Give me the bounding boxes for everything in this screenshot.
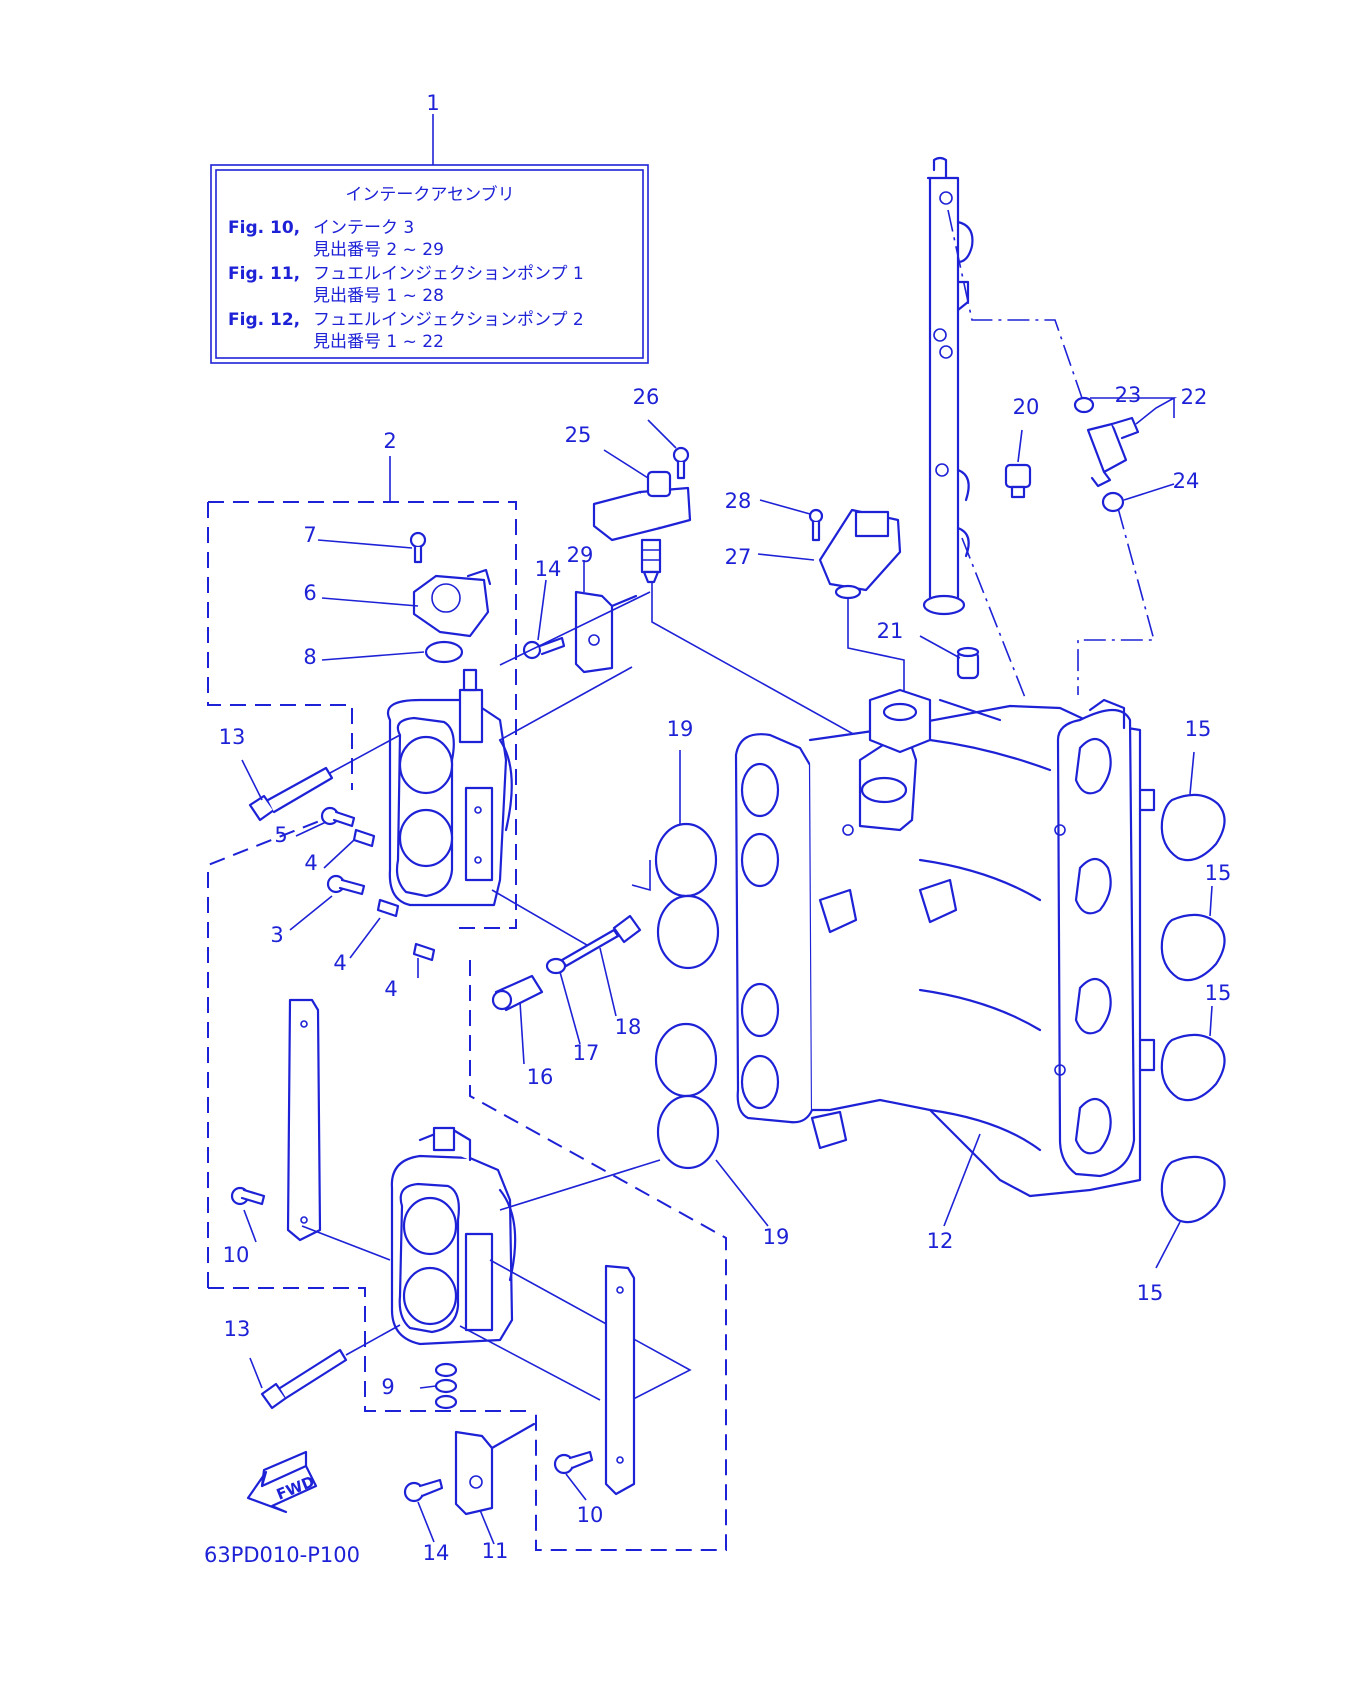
row1-fig: Fig. 10,: [228, 218, 300, 238]
callout-4a: 4: [304, 851, 317, 875]
callout-19a: 19: [667, 717, 694, 741]
callout-11: 11: [482, 1539, 509, 1563]
callout-6: 6: [303, 581, 316, 605]
part-16-joint: [491, 974, 544, 1012]
callout-27: 27: [725, 545, 752, 569]
callout-13a: 13: [219, 725, 246, 749]
row2-fig: Fig. 11,: [228, 264, 300, 284]
row3-name: フュエルインジェクションポンプ 2: [313, 310, 584, 330]
leader-lines: [241, 397, 1213, 1545]
row2-range: 見出番号 1 ~ 28: [313, 286, 444, 306]
callout-7: 7: [303, 523, 316, 547]
callout-labels: 1 2 3 4 4 4 5 6 7 8 9 10 10 11 12 13 13 …: [219, 91, 1232, 1565]
callout-13b: 13: [224, 1317, 251, 1341]
callout-15d: 15: [1137, 1281, 1164, 1305]
part-8-oring: [424, 640, 464, 664]
part-15-gasket-d: [1160, 1155, 1226, 1224]
part-7-screw: [409, 531, 427, 564]
part-11-bracket: [454, 1422, 536, 1516]
part-25-sensor: [592, 470, 692, 584]
callout-29: 29: [567, 543, 594, 567]
part-10-plate-left: [286, 998, 322, 1242]
group-box-upper-throttle: [208, 501, 517, 929]
part-4-spring-c: [412, 942, 436, 962]
callout-24: 24: [1173, 469, 1200, 493]
callout-4c: 4: [384, 977, 397, 1001]
callout-17: 17: [573, 1041, 600, 1065]
row1-name: インテーク 3: [313, 218, 414, 238]
part-26-screw: [672, 446, 690, 480]
part-19-gasket-d: [656, 1094, 720, 1170]
part-15-gasket-c: [1160, 1033, 1226, 1102]
callout-2: 2: [383, 429, 396, 453]
part-19-gasket-a: [654, 822, 718, 898]
part-10-plate-right: [604, 1264, 636, 1496]
part-4-spring-a: [352, 828, 376, 848]
part-28-screw: [808, 508, 824, 542]
part-27-sensor: [818, 508, 902, 600]
fuel-rail: [922, 156, 974, 616]
row1-range: 見出番号 2 ~ 29: [313, 240, 444, 260]
part-4-spring-b: [376, 898, 400, 918]
callout-10a: 10: [223, 1243, 250, 1267]
callout-15c: 15: [1205, 981, 1232, 1005]
fwd-arrow-icon: FWD: [246, 1450, 318, 1514]
group-box-lower-throttle: [208, 1287, 530, 1412]
callout-14b: 14: [423, 1541, 450, 1565]
part-15-gasket-a: [1160, 793, 1226, 862]
callout-14a: 14: [535, 557, 562, 581]
callout-26: 26: [633, 385, 660, 409]
callout-28: 28: [725, 489, 752, 513]
part-14-screw-lower: [403, 1478, 444, 1503]
part-9-washers: [434, 1362, 458, 1410]
diagram-code: 63PD010-P100: [204, 1543, 360, 1567]
row3-fig: Fig. 12,: [228, 310, 300, 330]
callout-12: 12: [927, 1229, 954, 1253]
part-24-seal: [1101, 491, 1125, 513]
callout-25: 25: [565, 423, 592, 447]
part-3-screw: [326, 874, 366, 896]
intake-manifold: [734, 688, 1156, 1198]
part-21-cap: [956, 646, 980, 680]
lower-throttle-body: [390, 1126, 517, 1346]
callout-3: 3: [270, 923, 283, 947]
part-6-tps-sensor: [412, 568, 492, 638]
callout-1: 1: [426, 91, 439, 115]
callout-20: 20: [1013, 395, 1040, 419]
part-13-bolt-lower: [260, 1348, 348, 1410]
part-20-grommet: [1004, 463, 1032, 499]
callout-8: 8: [303, 645, 316, 669]
row3-range: 見出番号 1 ~ 22: [313, 332, 444, 352]
part-13-bolt-upper: [248, 766, 334, 822]
part-10-screw-left: [230, 1186, 266, 1206]
part-14-bolt-upper: [522, 636, 566, 660]
callout-22: 22: [1181, 385, 1208, 409]
part-22-injector: [1086, 416, 1140, 488]
part-10-screw-right: [553, 1450, 594, 1475]
part-23-oring: [1073, 396, 1095, 414]
part-18-rod: [560, 914, 642, 968]
upper-throttle-body: [387, 668, 513, 907]
callout-23: 23: [1115, 383, 1142, 407]
title-box: インテークアセンブリ Fig. 10, インテーク 3 見出番号 2 ~ 29 …: [210, 164, 649, 364]
part-19-gasket-c: [654, 1022, 718, 1098]
callout-15a: 15: [1185, 717, 1212, 741]
callout-15b: 15: [1205, 861, 1232, 885]
callout-4b: 4: [333, 951, 346, 975]
callout-21: 21: [877, 619, 904, 643]
title-box-heading: インテークアセンブリ: [345, 184, 514, 205]
callout-5: 5: [274, 823, 287, 847]
row2-name: フュエルインジェクションポンプ 1: [313, 264, 584, 284]
part-5-screw: [320, 806, 356, 828]
part-19-gasket-b: [656, 894, 720, 970]
callout-10b: 10: [577, 1503, 604, 1527]
callout-16: 16: [527, 1065, 554, 1089]
part-15-gasket-b: [1160, 913, 1226, 982]
callout-9: 9: [381, 1375, 394, 1399]
callout-19b: 19: [763, 1225, 790, 1249]
part-29-bracket: [574, 590, 638, 674]
callout-18: 18: [615, 1015, 642, 1039]
